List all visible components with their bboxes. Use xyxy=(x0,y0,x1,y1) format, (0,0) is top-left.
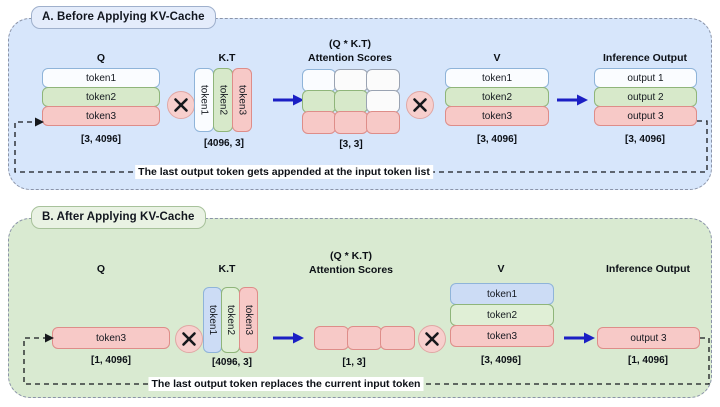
panel-b-q-dim: [1, 4096] xyxy=(90,355,132,366)
panel-a-loop-caption: The last output token gets appended at t… xyxy=(135,165,433,179)
attention-cell xyxy=(302,69,336,92)
token-box: token1 xyxy=(42,68,160,88)
token-label: token3 xyxy=(236,84,248,116)
output-box: output 3 xyxy=(597,327,700,349)
panel-after-kv-cache: B. After Applying KV-Cache xyxy=(8,206,712,398)
panel-b-attention-grid xyxy=(314,326,415,350)
token-label: token3 xyxy=(243,304,254,336)
token-box-vertical: token3 xyxy=(239,287,258,353)
token-box-vertical: token2 xyxy=(221,287,240,353)
attention-cell xyxy=(302,90,336,113)
attention-cell xyxy=(366,90,400,113)
token-box: token3 xyxy=(42,106,160,126)
panel-a-attention-title: (Q * K.T) Attention Scores xyxy=(308,38,392,64)
token-box: token1 xyxy=(450,283,554,305)
panel-b-loop-caption: The last output token replaces the curre… xyxy=(148,377,424,391)
flow-arrow xyxy=(272,330,306,351)
panel-b-q-title: Q xyxy=(96,263,106,275)
panel-a-v-title: V xyxy=(493,52,501,64)
attention-cell xyxy=(366,111,400,134)
attention-cell xyxy=(302,111,336,134)
token-box: token3 xyxy=(445,106,549,126)
attention-cell xyxy=(334,69,368,92)
panel-a-v-dim: [3, 4096] xyxy=(476,134,518,145)
token-box-vertical: token2 xyxy=(213,68,233,132)
token-box-vertical: token1 xyxy=(194,68,214,132)
panel-b-output-title: Inference Output xyxy=(605,263,691,275)
panel-b-q-stack: token3 xyxy=(52,327,170,349)
output-box: output 1 xyxy=(594,68,697,88)
panel-b-output-dim: [1, 4096] xyxy=(627,355,669,366)
panel-a-q-title: Q xyxy=(96,52,106,64)
token-label: token2 xyxy=(225,304,236,336)
panel-b-attention-dim: [1, 3] xyxy=(342,357,366,368)
panel-b-attention-title: (Q * K.T) Attention Scores xyxy=(309,250,393,276)
attention-subtitle: Attention Scores xyxy=(307,52,393,64)
panel-b-kt-title: K.T xyxy=(218,263,236,275)
multiply-icon xyxy=(175,325,203,353)
panel-b-v-dim: [3, 4096] xyxy=(480,355,522,366)
token-box: token3 xyxy=(52,327,170,349)
attention-subtitle: Attention Scores xyxy=(308,264,394,276)
panel-a-badge: A. Before Applying KV-Cache xyxy=(31,6,216,29)
panel-a-kt-stack: token1 token2 token3 xyxy=(194,68,252,132)
token-label: token1 xyxy=(198,84,210,116)
panel-a-output-dim: [3, 4096] xyxy=(624,134,666,145)
attention-cell xyxy=(366,69,400,92)
panel-a-kt-dim: [4096, 3] xyxy=(203,138,245,149)
multiply-icon xyxy=(418,325,446,353)
panel-a-kt-title: K.T xyxy=(218,52,236,64)
attention-formula: (Q * K.T) xyxy=(328,38,371,50)
panel-b-kt-stack: token1 token2 token3 xyxy=(203,287,258,353)
attention-cell xyxy=(380,326,415,350)
flow-arrow xyxy=(556,92,590,113)
panel-a-v-stack: token1 token2 token3 xyxy=(445,68,549,126)
token-box: token2 xyxy=(450,304,554,326)
output-box: output 3 xyxy=(594,106,697,126)
token-box: token3 xyxy=(450,325,554,347)
panel-a-attention-dim: [3, 3] xyxy=(339,139,363,150)
multiply-icon xyxy=(167,91,195,119)
panel-b-v-title: V xyxy=(497,263,505,275)
attention-cell xyxy=(334,111,368,134)
attention-cell xyxy=(334,90,368,113)
token-label: token1 xyxy=(207,304,218,336)
attention-cell xyxy=(347,326,382,350)
multiply-icon xyxy=(406,91,434,119)
panel-b-kt-dim: [4096, 3] xyxy=(211,357,253,368)
token-box-vertical: token3 xyxy=(232,68,252,132)
token-box: token2 xyxy=(42,87,160,107)
attention-cell xyxy=(314,326,349,350)
flow-arrow xyxy=(272,92,306,113)
output-box: output 2 xyxy=(594,87,697,107)
token-box: token2 xyxy=(445,87,549,107)
panel-a-output-title: Inference Output xyxy=(602,52,688,64)
panel-b-badge: B. After Applying KV-Cache xyxy=(31,206,206,229)
attention-formula: (Q * K.T) xyxy=(329,250,372,262)
panel-a-attention-grid xyxy=(302,69,400,134)
flow-arrow xyxy=(563,330,597,351)
token-label: token2 xyxy=(217,84,229,116)
token-box-vertical: token1 xyxy=(203,287,222,353)
panel-b-output-stack: output 3 xyxy=(597,327,700,349)
panel-a-q-dim: [3, 4096] xyxy=(80,134,122,145)
panel-b-v-stack: token1 token2 token3 xyxy=(450,283,554,347)
panel-a-output-stack: output 1 output 2 output 3 xyxy=(594,68,697,126)
panel-a-q-stack: token1 token2 token3 xyxy=(42,68,160,126)
token-box: token1 xyxy=(445,68,549,88)
